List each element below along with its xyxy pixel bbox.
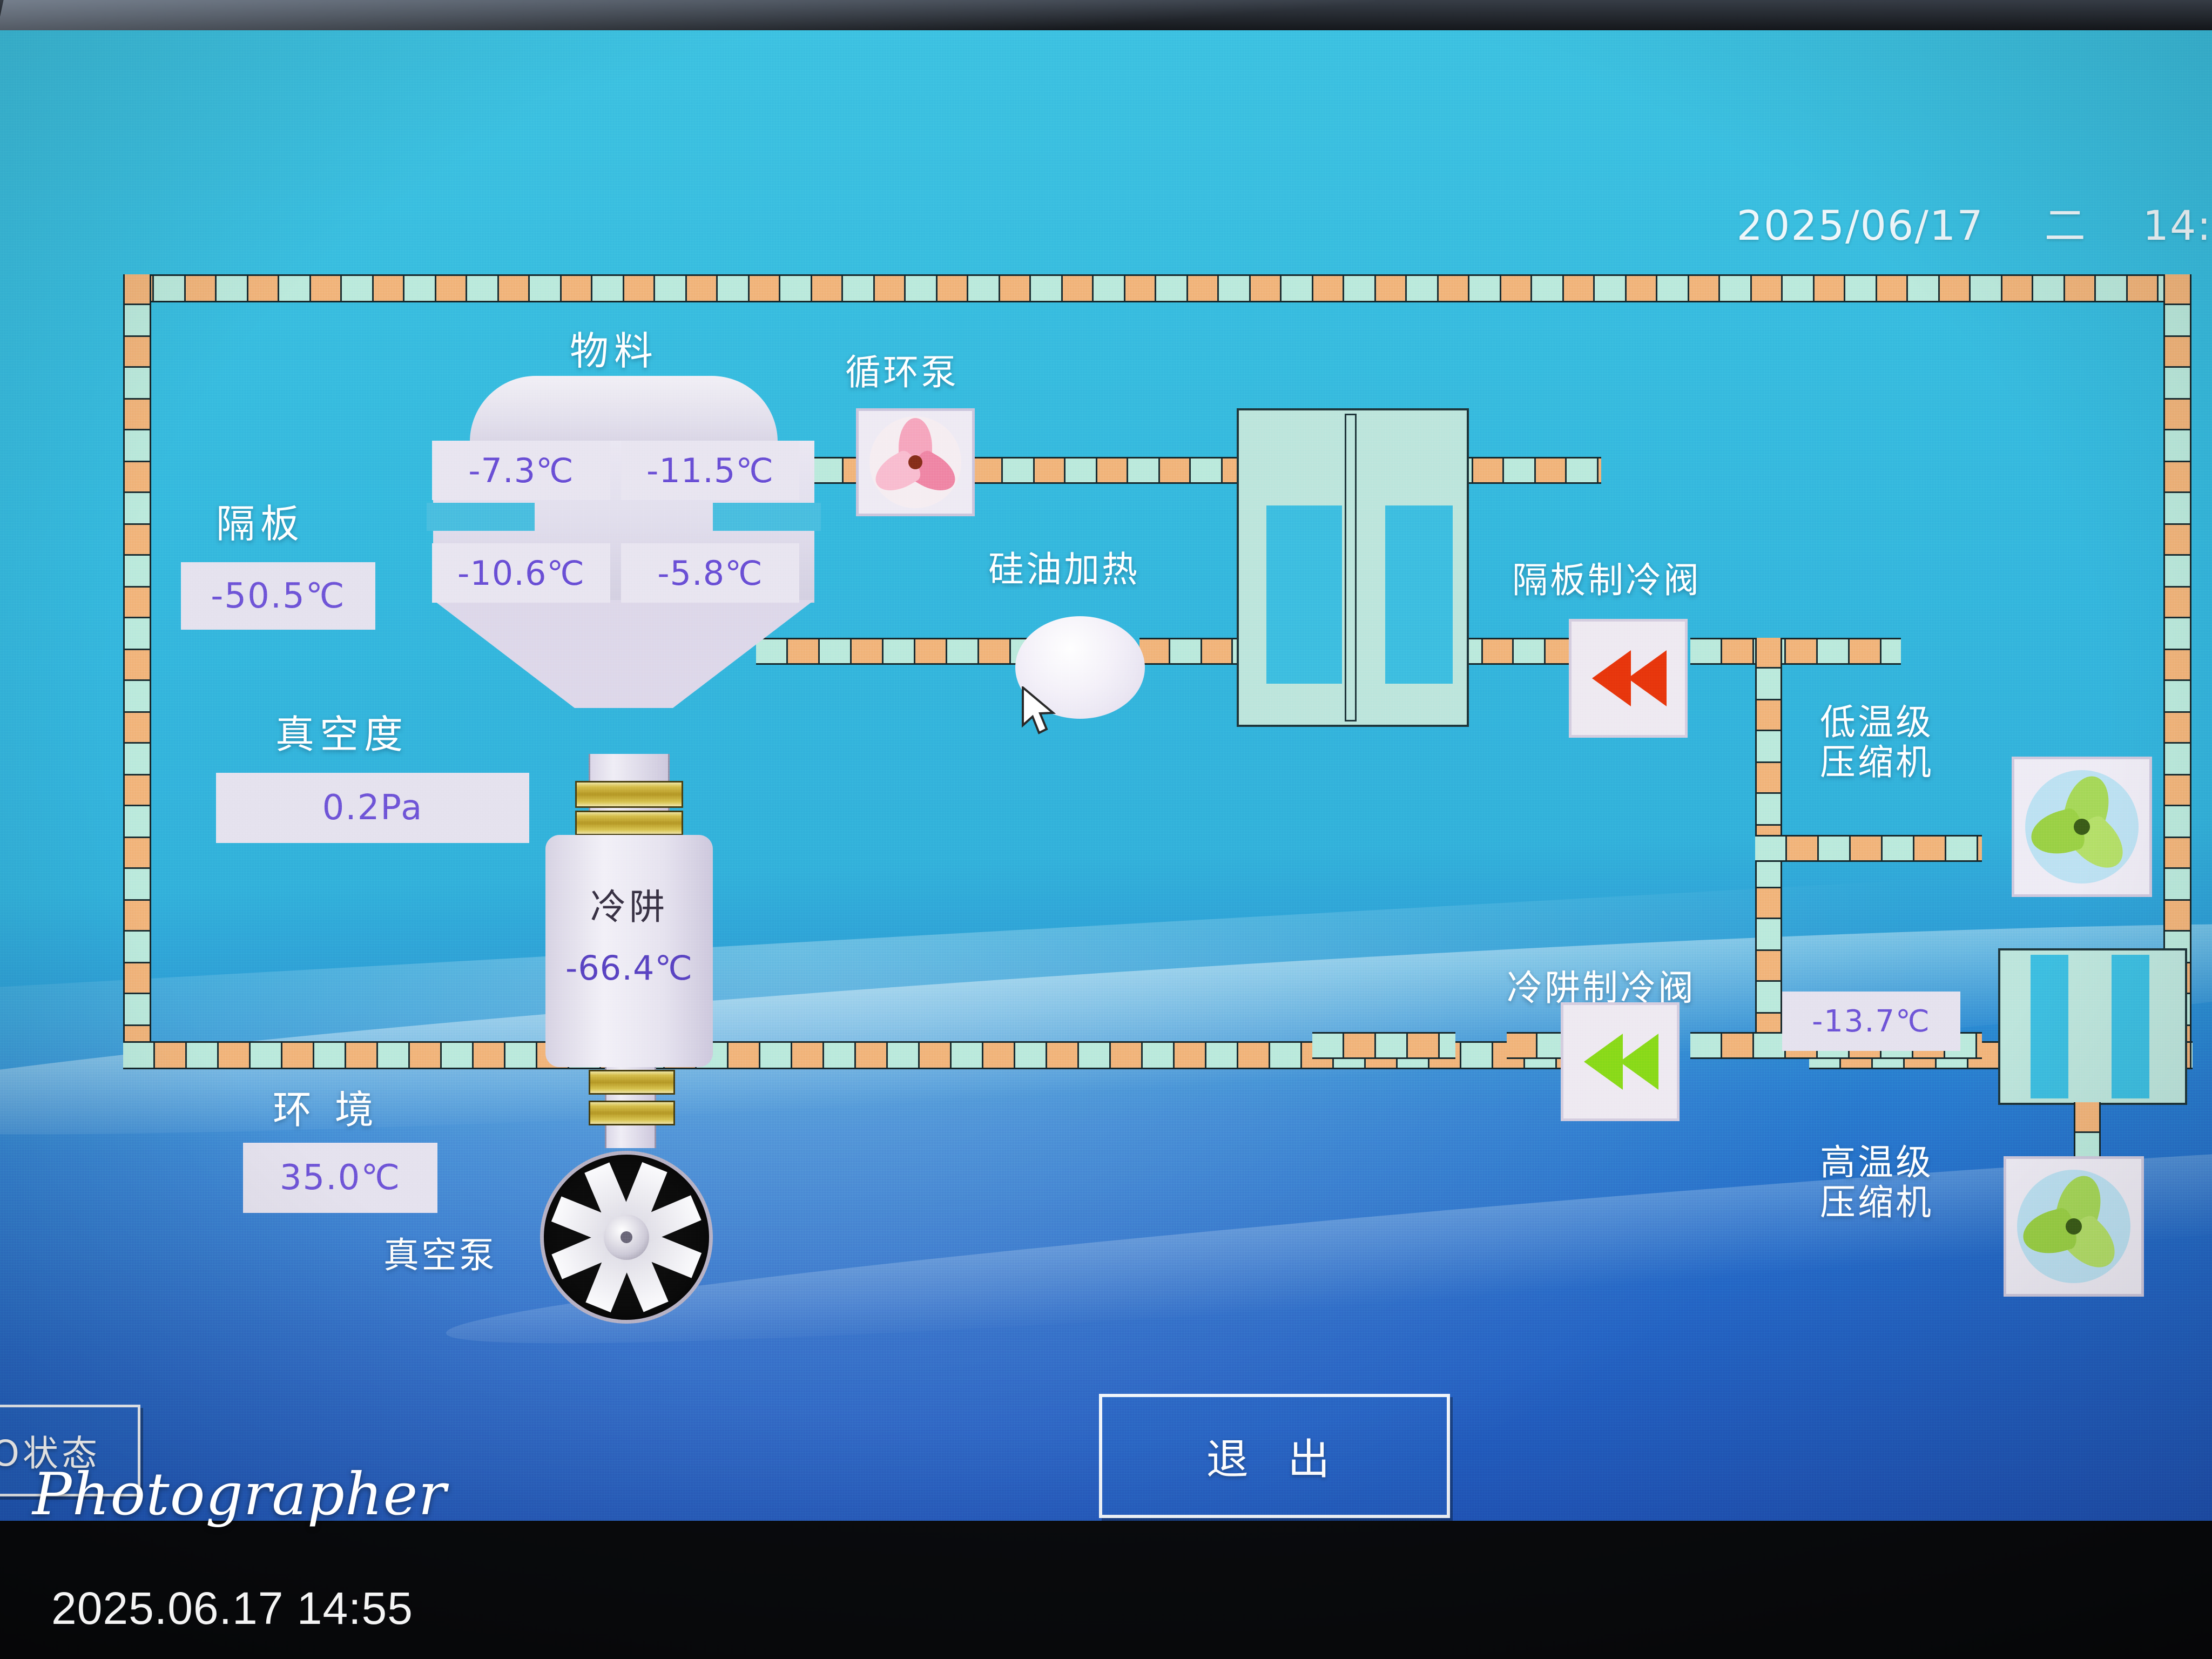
condenser-channel-left: [2031, 955, 2068, 1098]
high-temp-compressor-fan: [2012, 1164, 2136, 1289]
chamber-neck-flange-2: [575, 811, 683, 835]
circulation-pump-icon[interactable]: [856, 408, 975, 516]
shelf-cooling-valve[interactable]: [1569, 619, 1688, 738]
double-arrow-left-icon: [1584, 1034, 1658, 1090]
vacuum-pump-hub: [604, 1215, 649, 1260]
heat-exchanger-channel-left: [1266, 505, 1342, 684]
pipe-shelfvalve-to-right: [1690, 638, 1901, 665]
pipe-coldtrapvalve-left: [1312, 1032, 1455, 1059]
high-temp-compressor-icon[interactable]: [2004, 1156, 2144, 1297]
heat-exchanger-divider: [1345, 414, 1357, 721]
pipe-to-low-compressor: [1755, 835, 1982, 862]
compressor-disc: [2025, 770, 2139, 884]
material-temp-3: -10.6℃: [432, 543, 610, 603]
low-temp-compressor-icon[interactable]: [2012, 757, 2152, 897]
chamber-notch-right: [713, 503, 821, 531]
cold-trap-temp: -66.4℃: [565, 948, 693, 988]
condenser-frame: [1998, 948, 2187, 1105]
condenser-temp-value: -13.7℃: [1782, 992, 1960, 1051]
heat-exchanger-channel-right: [1385, 505, 1453, 684]
fan-hub: [908, 455, 922, 469]
circulation-pump-disc: [869, 416, 961, 508]
mouse-cursor: [1022, 686, 1056, 734]
exit-button[interactable]: 退 出: [1099, 1394, 1450, 1518]
camera-timestamp: 2025.06.17 14:55: [51, 1583, 413, 1634]
cold-trap: 冷阱 -66.4℃: [545, 835, 713, 1067]
vacuum-pump-label: 真空泵: [383, 1235, 497, 1276]
chamber-notch-left: [427, 503, 535, 531]
vacuum-line-flange-2: [589, 1101, 675, 1125]
shelf-label: 隔板: [216, 501, 305, 547]
compressor-disc: [2017, 1170, 2130, 1283]
fan-hub: [2074, 819, 2090, 835]
coldtrap-cooling-valve[interactable]: [1561, 1002, 1680, 1121]
drying-chamber: [427, 376, 821, 708]
shelf-cooling-valve-label: 隔板制冷阀: [1512, 559, 1701, 601]
vacuum-value: 0.2Pa: [216, 773, 529, 843]
circulation-pump-label: 循环泵: [845, 352, 959, 393]
cold-trap-label: 冷阱: [590, 886, 668, 928]
pipe-right-outer-run: [2163, 274, 2191, 1041]
datetime-display: 2025/06/17 二 14:: [1737, 192, 2212, 252]
double-arrow-left-icon: [1592, 650, 1667, 706]
low-temp-compressor-line-1: 低温级: [1820, 702, 1933, 743]
material-temp-2: -11.5℃: [621, 441, 799, 500]
coldtrap-cooling-valve-label: 冷阱制冷阀: [1507, 967, 1696, 1009]
ambient-temp-value: 35.0℃: [243, 1143, 437, 1213]
high-temp-compressor-label: 高温级 压缩机: [1820, 1143, 1933, 1223]
chamber-neck-flange-1: [575, 781, 683, 808]
vacuum-pump-fan-icon: [540, 1151, 713, 1324]
silicone-oil-heating-label: 硅油加热: [988, 549, 1139, 590]
material-label: 物料: [570, 328, 659, 374]
pipe-left-run: [123, 274, 151, 1068]
shelf-temp-value: -50.5℃: [181, 562, 375, 630]
bezel-glare-streak: [0, 0, 1375, 33]
material-temp-4: -5.8℃: [621, 543, 799, 603]
date-text: 2025/06/17: [1736, 201, 1984, 249]
condenser-channel-right: [2112, 955, 2149, 1098]
vacuum-line-flange-1: [589, 1070, 675, 1095]
material-temp-1: -7.3℃: [432, 441, 610, 500]
pipe-top-run: [123, 274, 2191, 302]
ambient-label: 环 境: [273, 1087, 379, 1132]
high-temp-compressor-line-2: 压缩机: [1820, 1181, 1933, 1223]
fan-hub: [2066, 1218, 2082, 1235]
circulation-pump-fan: [864, 416, 967, 508]
weekday-text: 二: [2044, 201, 2087, 249]
vacuum-label: 真空度: [275, 712, 409, 757]
hmi-screen: 2025/06/17 二 14:: [0, 30, 2212, 1521]
time-text: 14:: [2142, 201, 2212, 249]
low-temp-compressor-fan: [2020, 765, 2144, 889]
chamber-cone: [433, 600, 814, 708]
low-temp-compressor-line-2: 压缩机: [1820, 741, 1933, 783]
photographer-watermark: Photographer: [32, 1461, 447, 1528]
io-status-button[interactable]: O状态: [0, 1405, 140, 1496]
chamber-dome: [470, 376, 778, 449]
high-temp-compressor-line-1: 高温级: [1820, 1142, 1933, 1183]
low-temp-compressor-label: 低温级 压缩机: [1820, 703, 1933, 783]
